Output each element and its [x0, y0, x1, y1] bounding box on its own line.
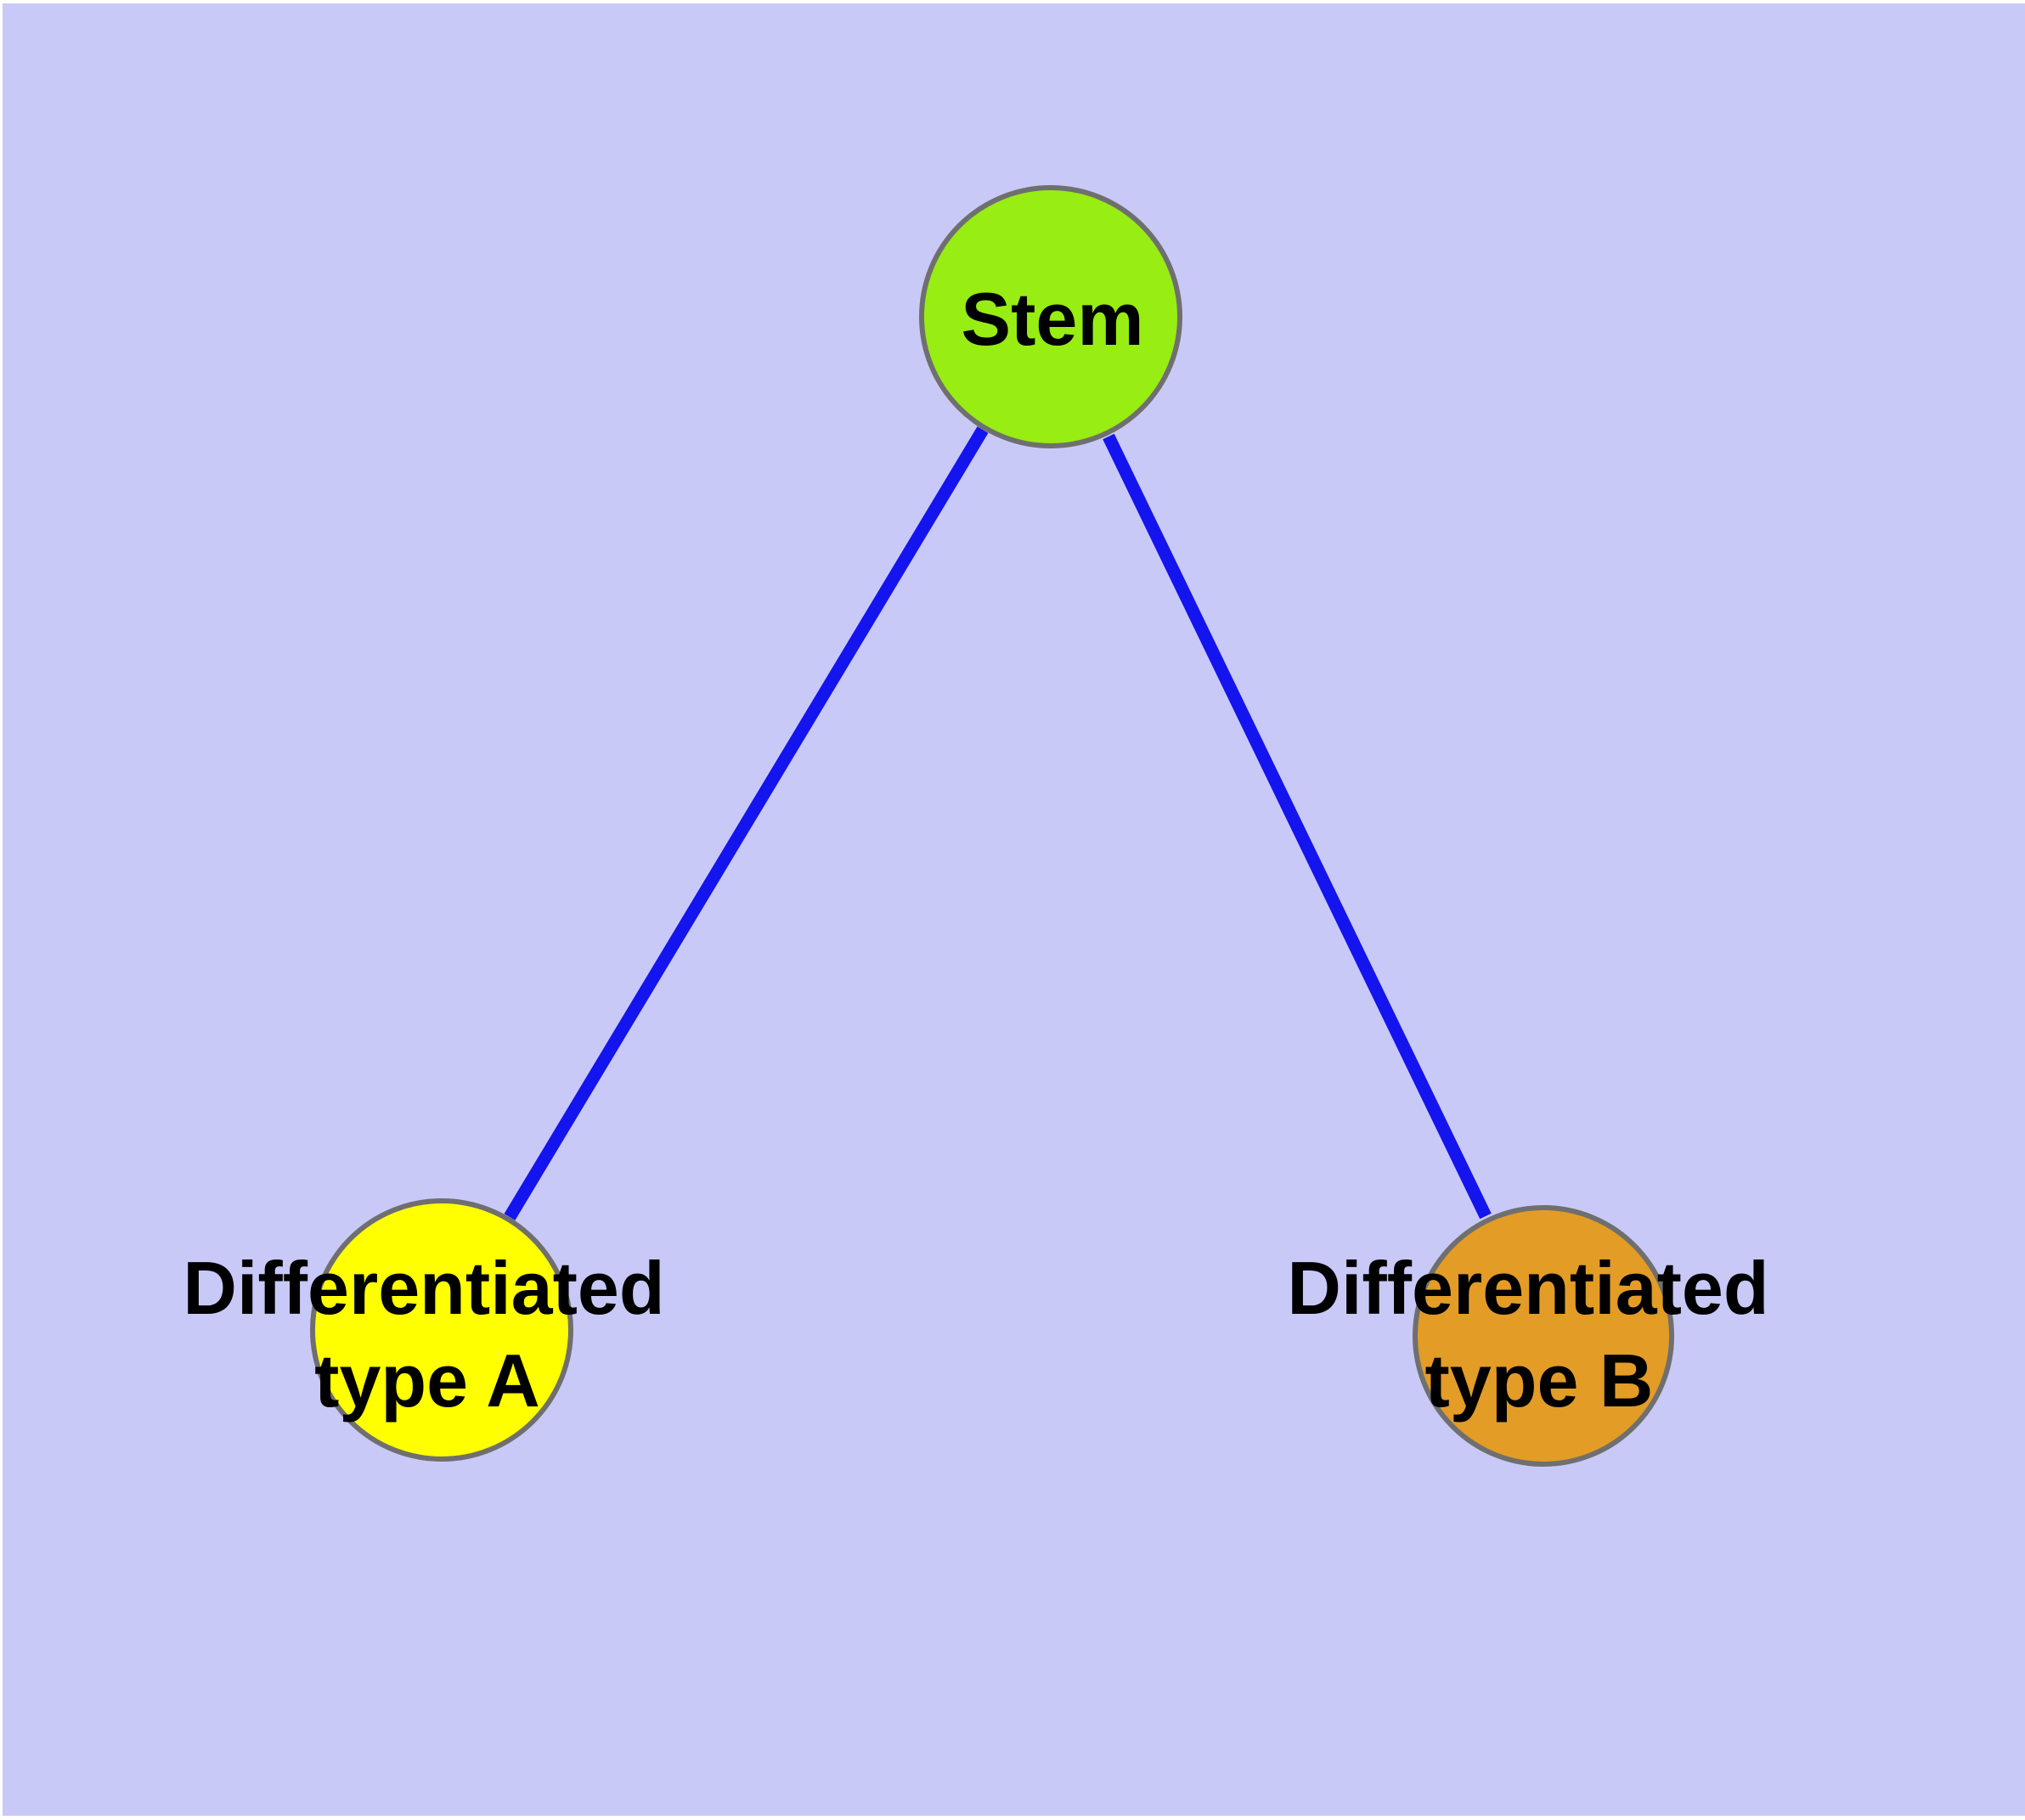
- node-type-b-label-line1: Differentiated: [1287, 1246, 1768, 1330]
- node-type-a-circle: [310, 1198, 573, 1462]
- edge-stem-to-type-b: [1103, 433, 1492, 1220]
- node-type-a-label-line2: type A: [314, 1338, 540, 1423]
- node-stem-label: Stem: [961, 277, 1143, 361]
- node-type-a-label-line1: Differentiated: [183, 1246, 664, 1330]
- node-stem-circle: [919, 185, 1182, 448]
- edge-stem-to-type-a: [504, 426, 989, 1220]
- node-type-b-circle: [1413, 1205, 1674, 1467]
- node-type-b-label-line2: type B: [1425, 1338, 1654, 1423]
